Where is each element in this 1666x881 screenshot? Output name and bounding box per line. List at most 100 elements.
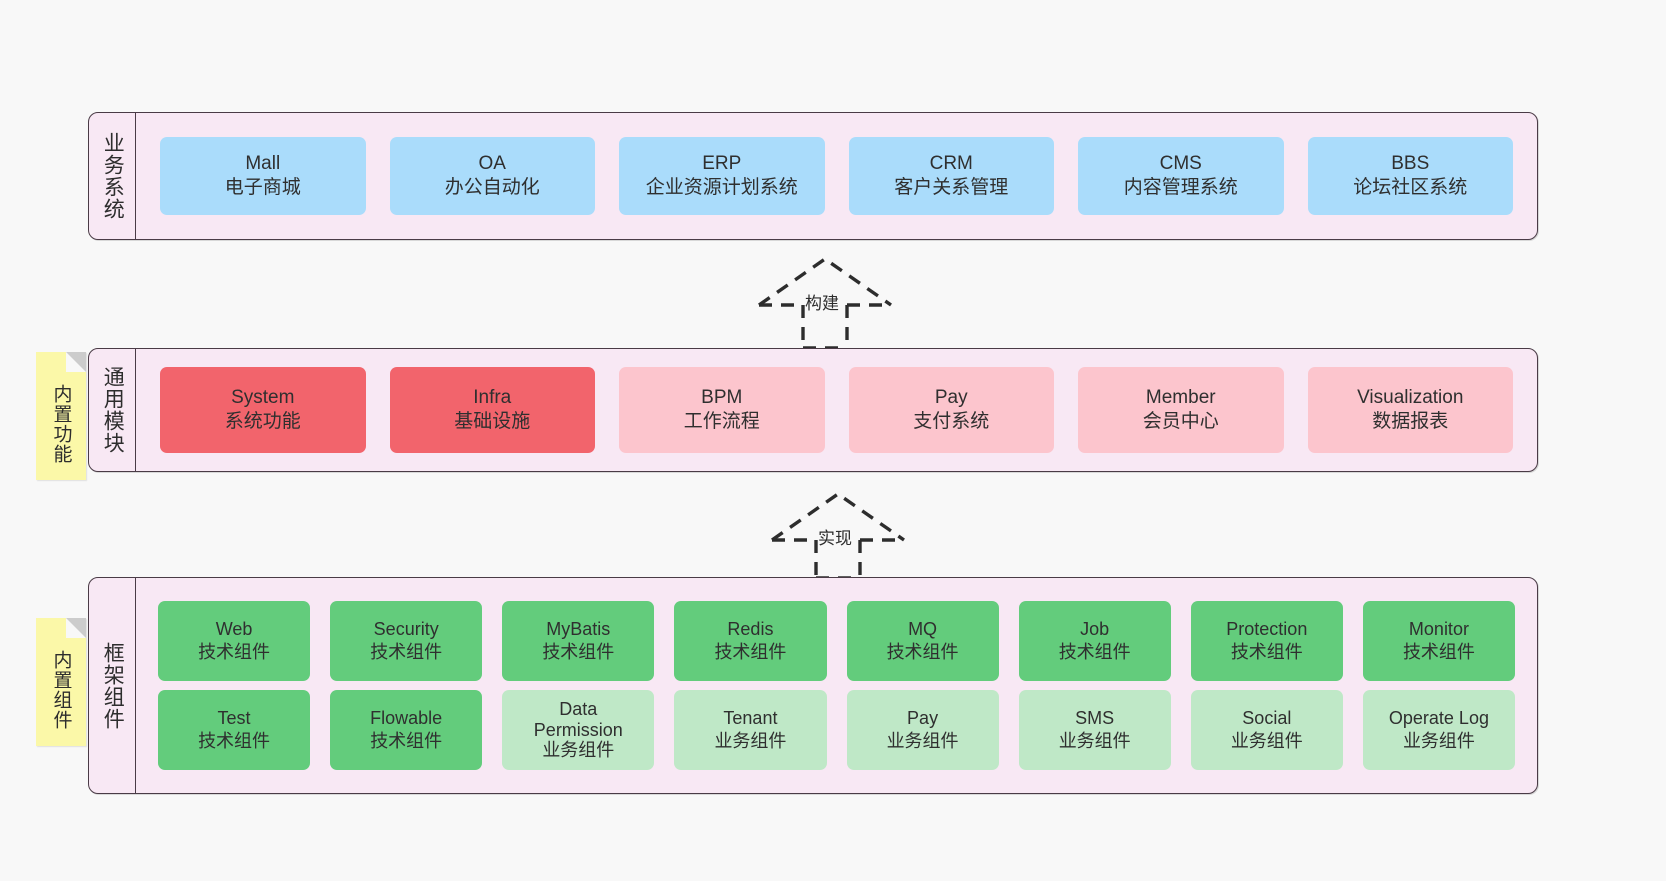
layer-body-common-module: System 系统功能 Infra 基础设施 BPM 工作流程 Pay 支付系统… xyxy=(136,349,1537,471)
node-sms[interactable]: SMS 业务组件 xyxy=(1018,690,1171,770)
layer-caption-common-module: 通用模块 xyxy=(89,349,136,471)
node-tenant[interactable]: Tenant 业务组件 xyxy=(674,690,827,770)
node-test[interactable]: Test 技术组件 xyxy=(158,690,311,770)
node-subtitle: 技术组件 xyxy=(198,642,271,662)
layer-caption-business-system: 业务系统 xyxy=(89,113,136,239)
node-job[interactable]: Job 技术组件 xyxy=(1018,601,1171,681)
node-subtitle: 技术组件 xyxy=(542,642,615,662)
node-subtitle: 业务组件 xyxy=(1230,731,1303,751)
node-cms[interactable]: CMS 内容管理系统 xyxy=(1078,137,1284,215)
relation-build: 构建 xyxy=(755,255,905,350)
node-name: Security xyxy=(373,618,439,639)
node-name: Pay xyxy=(934,386,968,408)
node-subtitle: 业务组件 xyxy=(714,731,787,751)
relation-label-build: 构建 xyxy=(805,294,839,313)
node-flowable[interactable]: Flowable 技术组件 xyxy=(330,690,483,770)
node-row: Mall 电子商城 OA 办公自动化 ERP 企业资源计划系统 CRM 客户关系… xyxy=(148,137,1525,215)
node-security[interactable]: Security 技术组件 xyxy=(330,601,483,681)
layer-business-system[interactable]: 业务系统 Mall 电子商城 OA 办公自动化 ERP 企业资源计划系统 CRM… xyxy=(88,112,1538,240)
node-name: BPM xyxy=(701,386,743,408)
node-row-business: Test 技术组件 Flowable 技术组件 Data Permission … xyxy=(148,690,1525,770)
node-name: BBS xyxy=(1391,152,1430,174)
node-name: Operate Log xyxy=(1388,707,1489,728)
node-mybatis[interactable]: MyBatis 技术组件 xyxy=(502,601,655,681)
node-name: Member xyxy=(1145,386,1216,408)
node-social[interactable]: Social 业务组件 xyxy=(1190,690,1343,770)
node-subtitle: 数据报表 xyxy=(1372,411,1449,432)
node-subtitle: 基础设施 xyxy=(454,411,531,432)
node-name: System xyxy=(231,386,295,408)
node-subtitle: 内容管理系统 xyxy=(1123,177,1238,198)
node-mall[interactable]: Mall 电子商城 xyxy=(160,137,366,215)
node-crm[interactable]: CRM 客户关系管理 xyxy=(848,137,1054,215)
node-subtitle: 会员中心 xyxy=(1142,411,1219,432)
node-subtitle: 业务组件 xyxy=(1058,731,1131,751)
node-web[interactable]: Web 技术组件 xyxy=(158,601,311,681)
node-redis[interactable]: Redis 技术组件 xyxy=(674,601,827,681)
node-name: Pay xyxy=(907,707,939,728)
sticky-fold-corner-icon xyxy=(66,352,86,372)
sticky-note-builtin-component[interactable]: 内置组件 xyxy=(36,618,86,746)
node-name: SMS xyxy=(1075,707,1115,728)
node-pay-module[interactable]: Pay 支付系统 xyxy=(848,367,1054,453)
node-bbs[interactable]: BBS 论坛社区系统 xyxy=(1307,137,1513,215)
node-pay-component[interactable]: Pay 业务组件 xyxy=(846,690,999,770)
node-name: Job xyxy=(1080,618,1110,639)
node-name: Flowable xyxy=(370,707,443,728)
node-subtitle: 电子商城 xyxy=(224,177,301,198)
node-data-permission[interactable]: Data Permission 业务组件 xyxy=(502,690,655,770)
sticky-note-builtin-function[interactable]: 内置功能 xyxy=(36,352,86,480)
node-name: Web xyxy=(215,618,253,639)
relation-label-implement: 实现 xyxy=(818,529,852,548)
node-name: MyBatis xyxy=(546,618,611,639)
layer-framework-component[interactable]: 框架组件 Web 技术组件 Security 技术组件 MyBatis 技术组件… xyxy=(88,577,1538,794)
node-subtitle: 技术组件 xyxy=(1058,642,1131,662)
node-subtitle: 论坛社区系统 xyxy=(1353,177,1468,198)
node-bpm[interactable]: BPM 工作流程 xyxy=(619,367,825,453)
sticky-fold-corner-icon xyxy=(66,618,86,638)
node-name: Data Permission xyxy=(533,698,623,740)
node-subtitle: 系统功能 xyxy=(224,411,301,432)
layer-body-framework-component: Web 技术组件 Security 技术组件 MyBatis 技术组件 Redi… xyxy=(136,578,1537,793)
node-row: System 系统功能 Infra 基础设施 BPM 工作流程 Pay 支付系统… xyxy=(148,367,1525,453)
arrowhead-up-icon xyxy=(758,256,892,307)
node-row-technical: Web 技术组件 Security 技术组件 MyBatis 技术组件 Redi… xyxy=(148,601,1525,681)
node-name: Social xyxy=(1242,707,1292,728)
node-system[interactable]: System 系统功能 xyxy=(160,367,366,453)
node-name: Infra xyxy=(473,386,512,408)
node-subtitle: 技术组件 xyxy=(370,731,443,751)
node-visualization[interactable]: Visualization 数据报表 xyxy=(1307,367,1513,453)
node-subtitle: 技术组件 xyxy=(714,642,787,662)
node-subtitle: 技术组件 xyxy=(886,642,959,662)
node-subtitle: 客户关系管理 xyxy=(894,177,1009,198)
node-operate-log[interactable]: Operate Log 业务组件 xyxy=(1362,690,1515,770)
node-subtitle: 业务组件 xyxy=(1402,731,1475,751)
node-name: Mall xyxy=(245,152,281,174)
node-name: Protection xyxy=(1226,618,1308,639)
node-subtitle: 工作流程 xyxy=(683,411,760,432)
node-subtitle: 技术组件 xyxy=(198,731,271,751)
node-subtitle: 企业资源计划系统 xyxy=(645,177,798,198)
node-name: MQ xyxy=(908,618,938,639)
node-monitor[interactable]: Monitor 技术组件 xyxy=(1362,601,1515,681)
node-name: Test xyxy=(217,707,251,728)
layer-common-module[interactable]: 通用模块 System 系统功能 Infra 基础设施 BPM 工作流程 Pay… xyxy=(88,348,1538,472)
relation-implement: 实现 xyxy=(768,490,918,580)
node-name: OA xyxy=(478,152,506,174)
node-name: Redis xyxy=(727,618,774,639)
node-member[interactable]: Member 会员中心 xyxy=(1078,367,1284,453)
node-name: Monitor xyxy=(1408,618,1469,639)
node-subtitle: 技术组件 xyxy=(370,642,443,662)
node-mq[interactable]: MQ 技术组件 xyxy=(846,601,999,681)
node-subtitle: 业务组件 xyxy=(886,731,959,751)
node-name: CRM xyxy=(929,152,973,174)
node-subtitle: 技术组件 xyxy=(1402,642,1475,662)
layer-caption-framework-component: 框架组件 xyxy=(89,578,136,793)
sticky-note-label: 内置功能 xyxy=(50,384,72,464)
node-infra[interactable]: Infra 基础设施 xyxy=(389,367,595,453)
node-erp[interactable]: ERP 企业资源计划系统 xyxy=(619,137,825,215)
node-oa[interactable]: OA 办公自动化 xyxy=(389,137,595,215)
node-subtitle: 技术组件 xyxy=(1230,642,1303,662)
node-protection[interactable]: Protection 技术组件 xyxy=(1190,601,1343,681)
